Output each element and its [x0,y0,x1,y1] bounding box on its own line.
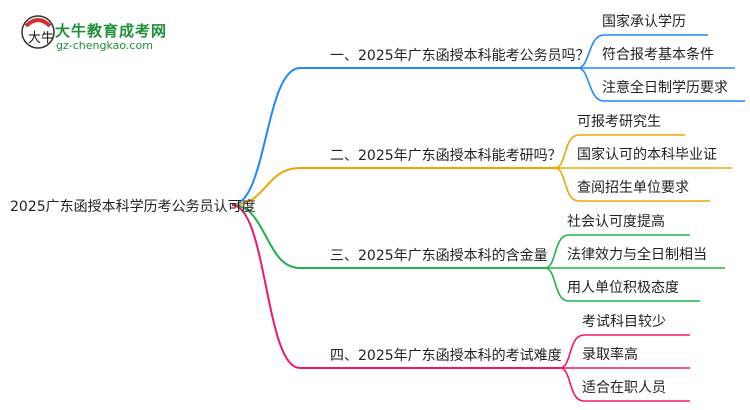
child-topic: 考试科目较少 [582,314,666,330]
child-line [554,167,710,202]
child-line [559,367,690,402]
branch-topic: 二、2025年广东函授本科能考研吗？ [330,148,562,164]
child-topic: 查阅招生单位要求 [577,180,689,196]
branch-topic: 一、2025年广东函授本科能考公务员吗？ [330,48,590,64]
child-line [577,67,745,102]
child-topic: 法律效力与全日制相当 [567,247,707,263]
child-topic: 用人单位积极态度 [567,280,679,296]
branch-line [231,67,578,206]
child-topic: 可报考研究生 [577,114,661,130]
child-topic: 录取率高 [582,347,638,363]
logo-title: 大牛教育成考网 [55,22,168,40]
branch-line [231,167,555,206]
branch-topic: 三、2025年广东函授本科的含金量 [330,248,548,264]
child-topic: 社会认可度提高 [567,214,665,230]
child-topic: 注意全日制学历要求 [602,80,728,96]
branch-line [231,204,560,369]
child-topic: 符合报考基本条件 [602,47,714,63]
logo-icon: 大牛 [21,15,55,49]
branch-line [231,204,545,269]
child-topic: 国家认可的本科毕业证 [577,147,717,163]
logo-mark: 大牛 [28,31,54,46]
root-topic: 2025广东函授本科学历考公务员认可度 [10,199,256,215]
child-line [577,34,708,69]
child-line [544,234,690,269]
logo-url: gz-chengkao.com [56,39,153,52]
child-line [544,267,700,302]
child-topic: 适合在职人员 [582,380,666,396]
child-line [554,134,685,169]
child-topic: 国家承认学历 [602,14,686,30]
child-line [559,334,690,369]
branch-topic: 四、2025年广东函授本科的考试难度 [330,348,562,364]
